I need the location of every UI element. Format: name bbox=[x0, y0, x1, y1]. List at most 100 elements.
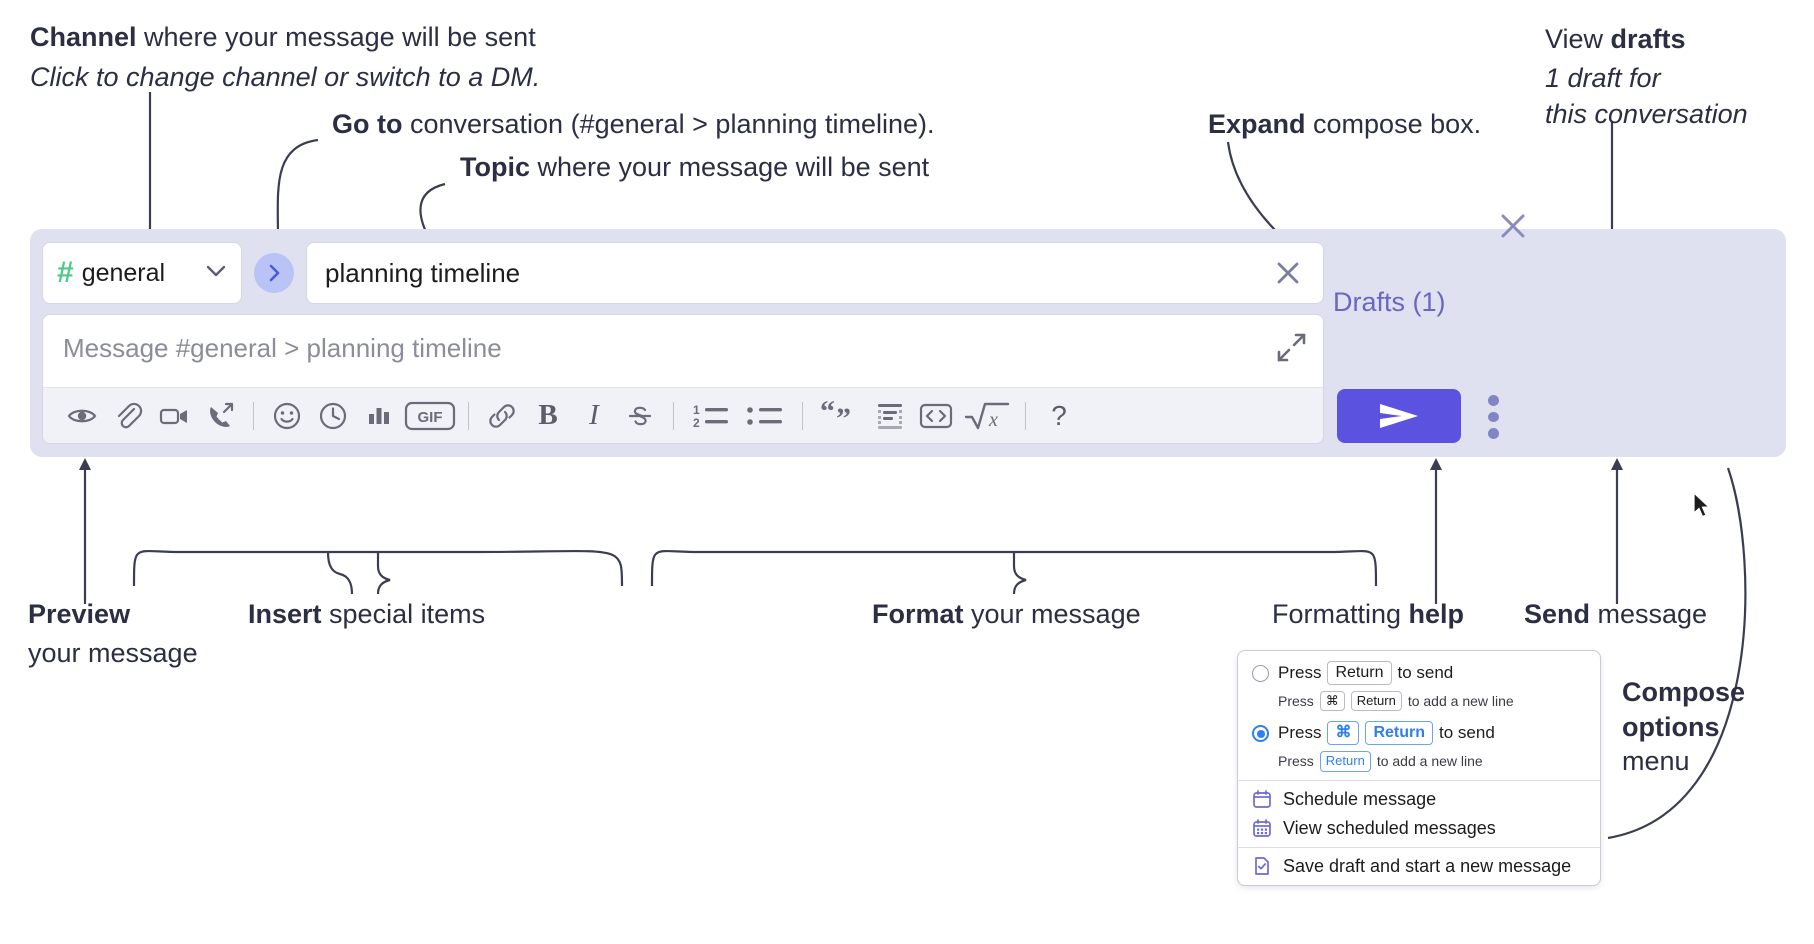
menu-item-view-scheduled[interactable]: View scheduled messages bbox=[1238, 818, 1600, 847]
expand-compose-button[interactable] bbox=[1275, 331, 1307, 363]
menu-item-schedule-message[interactable]: Schedule message bbox=[1238, 781, 1600, 818]
menu-item-label: Schedule message bbox=[1283, 788, 1437, 809]
bulleted-list-button[interactable] bbox=[738, 393, 792, 439]
clock-button[interactable] bbox=[310, 393, 356, 439]
kbd-return: Return bbox=[1319, 751, 1371, 772]
svg-text:GIF: GIF bbox=[418, 409, 443, 426]
blockquote-button[interactable]: “ ” bbox=[813, 393, 867, 439]
annotation-goto-bold: Go to bbox=[332, 109, 403, 139]
bold-button[interactable]: B bbox=[525, 393, 571, 439]
code-block-button[interactable] bbox=[867, 393, 913, 439]
annotation-help: Formatting help bbox=[1272, 597, 1464, 632]
clear-topic-button[interactable] bbox=[1271, 256, 1305, 290]
annotation-channel-rest: where your message will be sent bbox=[136, 22, 536, 52]
annotation-topic-bold: Topic bbox=[460, 152, 530, 182]
menu-item-save-draft[interactable]: Save draft and start a new message bbox=[1238, 848, 1600, 885]
chevron-down-icon bbox=[205, 264, 227, 283]
channel-selector[interactable]: # general bbox=[42, 242, 242, 304]
annotation-drafts: View drafts 1 draft for this conversatio… bbox=[1545, 22, 1748, 132]
menu-item-label: Save draft and start a new message bbox=[1283, 855, 1572, 876]
code-icon bbox=[919, 403, 953, 428]
preview-button[interactable] bbox=[59, 393, 105, 439]
annotation-compose-bold1: Compose bbox=[1622, 677, 1746, 707]
strikethrough-button[interactable] bbox=[617, 393, 663, 439]
option1-sub-pre: Press bbox=[1278, 693, 1314, 710]
option2-post: to send bbox=[1439, 723, 1495, 743]
italic-button[interactable]: I bbox=[571, 393, 617, 439]
preview-icon bbox=[67, 409, 97, 422]
kbd-return: Return bbox=[1365, 721, 1434, 746]
annotation-preview-sub: your message bbox=[28, 637, 198, 668]
emoji-icon bbox=[273, 402, 301, 429]
poll-button[interactable] bbox=[356, 393, 402, 439]
close-panel-button[interactable] bbox=[1495, 208, 1531, 244]
annotation-drafts-sub2: this conversation bbox=[1545, 99, 1748, 130]
annotation-insert: Insert special items bbox=[248, 597, 485, 632]
strikethrough-icon bbox=[628, 406, 652, 425]
send-option-2[interactable]: Press ⌘ Return to send Press Return to a… bbox=[1238, 719, 1600, 779]
kebab-dot bbox=[1487, 428, 1499, 440]
formatting-toolbar: GIF B I bbox=[43, 387, 1323, 443]
compose-options-button[interactable] bbox=[1478, 395, 1508, 440]
kebab-dot bbox=[1487, 395, 1499, 406]
annotation-channel: Channel where your message will be sent … bbox=[30, 20, 540, 94]
svg-text:x: x bbox=[988, 409, 998, 431]
option2-sub-post: to add a new line bbox=[1376, 753, 1483, 770]
radio-return-to-send[interactable] bbox=[1252, 665, 1269, 682]
help-icon: ? bbox=[1051, 399, 1067, 431]
annotation-compose-bold2: options bbox=[1622, 711, 1720, 742]
code-block-icon bbox=[878, 403, 902, 429]
annotation-send-bold: Send bbox=[1524, 599, 1591, 629]
emoji-button[interactable] bbox=[264, 393, 310, 439]
go-to-conversation-button[interactable] bbox=[254, 253, 294, 293]
radio-cmd-return-to-send[interactable] bbox=[1252, 725, 1269, 743]
video-clip-icon bbox=[159, 408, 187, 424]
annotation-expand-bold: Expand bbox=[1208, 109, 1306, 139]
send-icon bbox=[1380, 404, 1418, 428]
clock-icon bbox=[319, 402, 347, 429]
video-clip-button[interactable] bbox=[151, 393, 197, 439]
poll-icon bbox=[369, 407, 389, 424]
compose-header-row: # general planning timeline bbox=[42, 242, 1324, 304]
calendar-icon bbox=[1252, 789, 1272, 809]
drafts-link[interactable]: Drafts (1) bbox=[1333, 287, 1446, 317]
formatting-help-button[interactable]: ? bbox=[1036, 393, 1082, 439]
svg-text:2: 2 bbox=[693, 416, 700, 430]
bold-icon: B bbox=[538, 399, 558, 431]
toolbar-divider bbox=[468, 401, 469, 430]
annotation-preview-bold: Preview bbox=[28, 599, 131, 629]
ordered-list-button[interactable]: 1 2 bbox=[684, 393, 738, 439]
send-button[interactable] bbox=[1337, 389, 1461, 443]
close-icon bbox=[1501, 214, 1525, 238]
kbd-return: Return bbox=[1327, 661, 1392, 685]
topic-input[interactable]: planning timeline bbox=[306, 242, 1324, 304]
link-button[interactable] bbox=[479, 393, 525, 439]
toolbar-divider bbox=[1025, 401, 1026, 430]
code-button[interactable] bbox=[913, 393, 959, 439]
annotation-expand: Expand compose box. bbox=[1208, 107, 1481, 142]
blockquote-icon: “ ” bbox=[820, 401, 851, 431]
menu-divider bbox=[1238, 846, 1600, 848]
option1-sub-post: to add a new line bbox=[1407, 693, 1514, 710]
toolbar-divider bbox=[802, 401, 803, 430]
channel-name-label: general bbox=[81, 258, 166, 287]
math-button[interactable]: x bbox=[959, 393, 1015, 439]
message-input-area[interactable]: Message #general > planning timeline bbox=[42, 314, 1324, 444]
gif-icon: GIF bbox=[404, 401, 456, 430]
attachment-icon bbox=[117, 402, 143, 428]
kbd-return: Return bbox=[1350, 691, 1402, 712]
bulleted-list-icon bbox=[747, 406, 782, 425]
gif-button[interactable]: GIF bbox=[402, 393, 458, 439]
kbd-command: ⌘ bbox=[1319, 691, 1345, 712]
svg-text:“: “ bbox=[820, 401, 835, 428]
send-option-1[interactable]: Press Return to send Press ⌘ Return to a… bbox=[1238, 651, 1600, 719]
ordered-list-icon: 1 2 bbox=[693, 403, 728, 430]
annotation-send: Send message bbox=[1524, 597, 1707, 632]
audio-clip-button[interactable] bbox=[197, 393, 243, 439]
option2-sub-pre: Press bbox=[1278, 753, 1314, 770]
attachment-button[interactable] bbox=[105, 393, 151, 439]
hash-icon: # bbox=[57, 256, 74, 289]
math-icon: x bbox=[964, 402, 1010, 431]
kbd-command: ⌘ bbox=[1327, 721, 1360, 746]
